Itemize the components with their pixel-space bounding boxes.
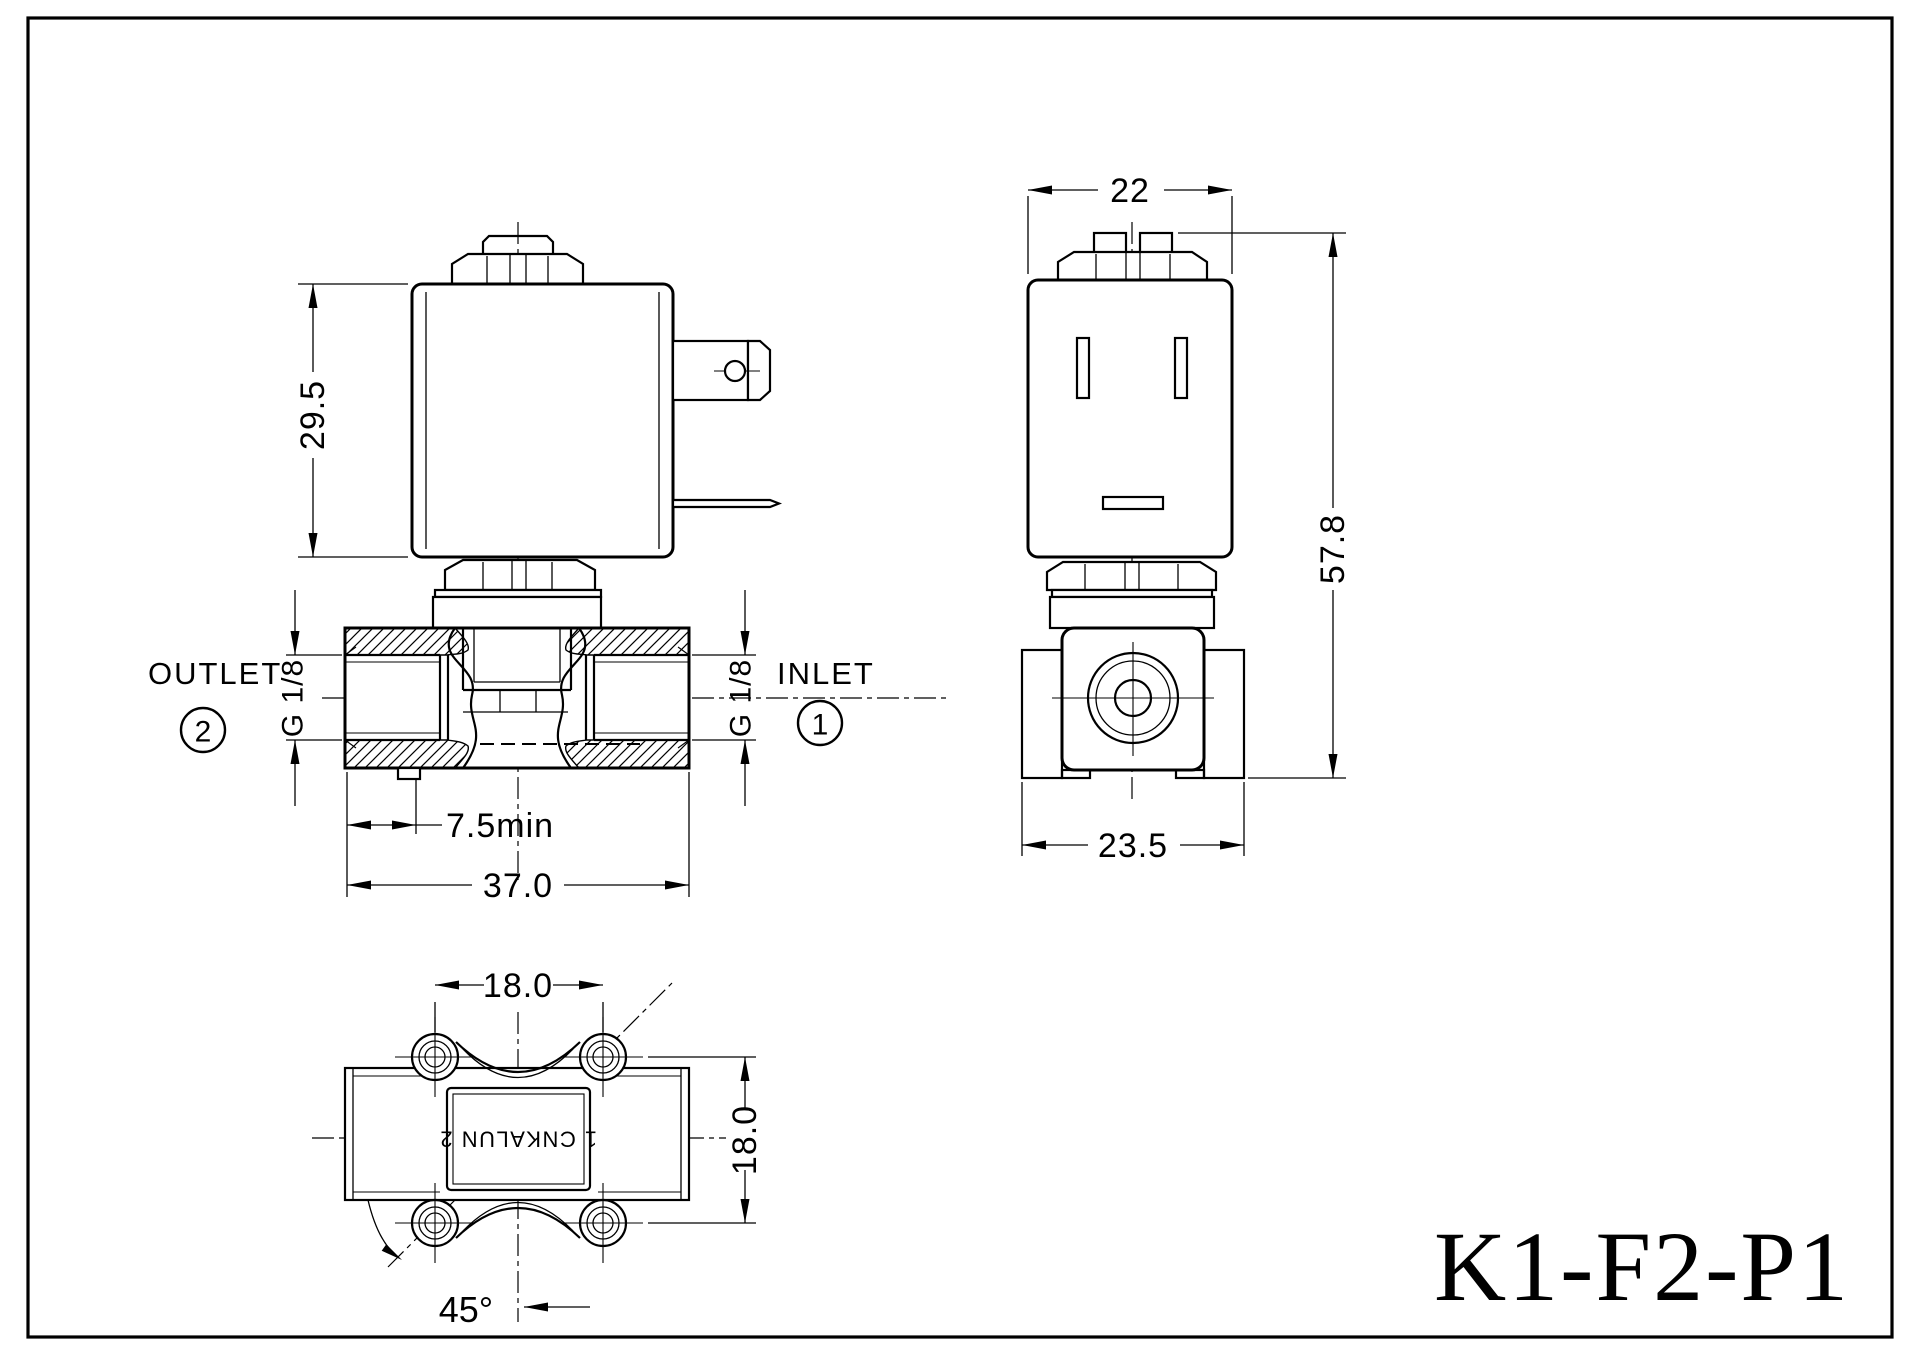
bonnet-nut: [443, 558, 597, 592]
hatch-top-left: [344, 627, 470, 656]
mounting-boss-bottom-right: [563, 1183, 643, 1263]
cap-right: [1138, 231, 1174, 256]
coil-side: [1026, 231, 1234, 559]
drawing-title: K1-F2-P1: [1434, 1211, 1850, 1322]
terminal-pin: [671, 498, 783, 509]
dim-hole-spacing-vertical: 18.0: [648, 1056, 764, 1224]
outlet-number-badge: 2: [179, 706, 227, 754]
body-marking: 1 CNKALUN 2: [439, 1127, 597, 1152]
section-break-left: [447, 627, 478, 769]
foot-right: [1174, 768, 1206, 780]
outlet-thread-label: G 1/8: [277, 659, 310, 737]
outlet-label: OUTLET: [148, 656, 282, 691]
dim-57-8: 57.8: [1314, 514, 1352, 584]
bonnet-side: [1045, 560, 1218, 630]
body-step: [396, 766, 422, 781]
outlet-number: 2: [195, 716, 212, 749]
dim-18-0-h: 18.0: [483, 967, 553, 1005]
inlet-number-badge: 1: [796, 699, 844, 747]
bonnet-front: [431, 558, 603, 630]
inlet-thread-label: G 1/8: [725, 659, 758, 737]
inlet-number: 1: [812, 709, 829, 742]
dim-inlet-thread: G 1/8: [692, 590, 758, 806]
dim-29-5: 29.5: [294, 380, 332, 450]
dim-18-0-v: 18.0: [726, 1105, 764, 1175]
dim-coil-height: 29.5: [294, 283, 408, 558]
cap-left: [1092, 231, 1128, 256]
front-view: 29.5 G 1/8 G 1/8 OUTLET 2: [148, 222, 950, 905]
dim-23-5: 23.5: [1098, 827, 1168, 865]
port-mid-circle: [1095, 660, 1171, 736]
coil-slot-right: [1173, 336, 1189, 400]
side-view: 22: [1020, 172, 1352, 865]
mount-wing-left: [1020, 648, 1064, 780]
sheet-border: [26, 16, 1894, 1339]
port-outer-circle: [1086, 651, 1180, 745]
coil-top-cap: [481, 234, 555, 254]
hatch-top-right: [564, 627, 690, 656]
coil-slot-bottom: [1101, 495, 1165, 511]
coil-body-side: [1026, 278, 1234, 559]
dim-body-width-side: 23.5: [1021, 782, 1245, 865]
coil-body-front: [410, 282, 675, 559]
bonnet-flange: [431, 595, 603, 630]
dim-22: 22: [1110, 172, 1150, 210]
valve-body-front: [343, 626, 691, 781]
inlet-label: INLET: [777, 656, 875, 691]
section-break-right: [556, 627, 587, 769]
dim-coil-width: 22: [1027, 172, 1233, 274]
bonnet-nut-side: [1045, 560, 1218, 592]
spade-hole: [723, 359, 747, 383]
dim-total-height: 57.8: [1178, 232, 1352, 779]
top-nut-side: [1056, 250, 1209, 282]
dim-port-depth: 7.5min: [346, 772, 554, 897]
yoke-arc-bottom: [455, 1207, 581, 1239]
dim-angle-45: 45°: [367, 1199, 590, 1330]
dim-body-width-front: 37.0: [347, 772, 690, 905]
hatch-bottom-right: [564, 739, 690, 769]
mounting-boss-bottom-left: [395, 1183, 475, 1263]
mounting-boss-top-right: [563, 1017, 643, 1097]
dim-outlet-thread: G 1/8: [277, 590, 342, 806]
coil-top-nut: [450, 252, 585, 286]
yoke-arc-top: [455, 1041, 581, 1073]
foot-left: [1060, 768, 1092, 780]
dim-hole-spacing-horizontal: 18.0: [434, 967, 604, 1032]
dim-37-0: 37.0: [483, 867, 553, 905]
valve-body-side: [1020, 626, 1246, 780]
mount-wing-right: [1202, 648, 1246, 780]
coil-front: [410, 234, 675, 559]
dim-7-5min: 7.5min: [446, 807, 554, 845]
coil-slot-left: [1075, 336, 1091, 400]
spade-terminal: [671, 339, 783, 509]
hatch-bottom-left: [344, 739, 470, 769]
marking-plate: [445, 1086, 592, 1192]
port-inner-circle: [1113, 678, 1153, 718]
dim-45deg: 45°: [439, 1289, 493, 1330]
bottom-view: 1 CNKALUN 2 18.0 18.0 45°: [312, 967, 764, 1330]
bonnet-flange-side: [1048, 595, 1216, 630]
